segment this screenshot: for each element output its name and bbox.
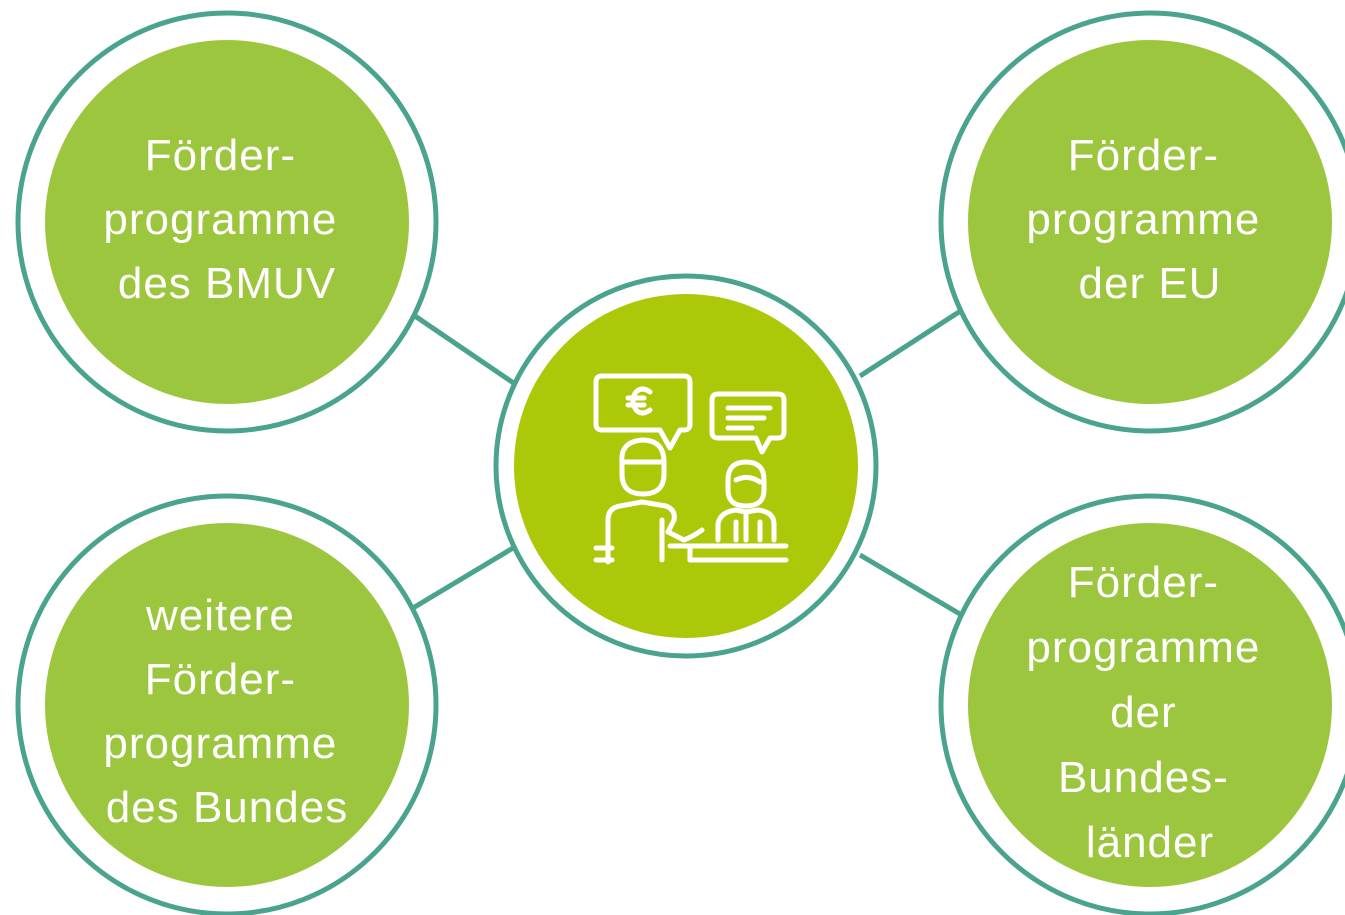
node-label-line: programme (1026, 623, 1260, 672)
node-center (493, 273, 879, 659)
node-disc (45, 40, 409, 404)
node-disc (968, 40, 1332, 404)
connectors (411, 307, 967, 620)
node-label-line: Förder- (1068, 131, 1219, 180)
node-top-right: Förder- programme der EU (938, 10, 1345, 434)
node-bottom-right: Förder- programme der Bundes- länder (938, 493, 1345, 915)
node-label-line: Bundes- (1058, 753, 1229, 802)
node-label-line: Förder- (145, 131, 296, 180)
node-label-line: des Bundes (106, 783, 348, 832)
consultation-funding-icon (593, 373, 789, 565)
center-disc (514, 294, 858, 638)
connector-top-right (858, 307, 964, 379)
connector-bottom-right (858, 552, 967, 620)
node-top-left: Förder- programme des BMUV (15, 10, 439, 434)
node-label: weitere Förder- programme des Bundes (103, 591, 350, 832)
node-label-line: der (1110, 688, 1177, 737)
node-label-line: programme (1026, 195, 1260, 244)
node-label: Förder- programme des BMUV (103, 131, 350, 308)
node-disc (45, 523, 409, 887)
node-label-line: programme (103, 195, 337, 244)
connector-top-left (413, 313, 517, 387)
node-label-line: programme (103, 719, 337, 768)
node-label-line: länder (1086, 818, 1214, 867)
node-label-line: Förder- (1068, 558, 1219, 607)
node-label: Förder- programme der EU (1026, 131, 1273, 308)
connector-bottom-left (411, 545, 515, 611)
node-label-line: weitere (145, 591, 295, 640)
node-bottom-left: weitere Förder- programme des Bundes (15, 493, 439, 915)
node-label-line: der EU (1079, 259, 1222, 308)
node-disc (968, 523, 1332, 887)
node-label-line: des BMUV (118, 259, 336, 308)
node-label: Förder- programme der Bundes- länder (1026, 558, 1273, 867)
node-label-line: Förder- (145, 655, 296, 704)
